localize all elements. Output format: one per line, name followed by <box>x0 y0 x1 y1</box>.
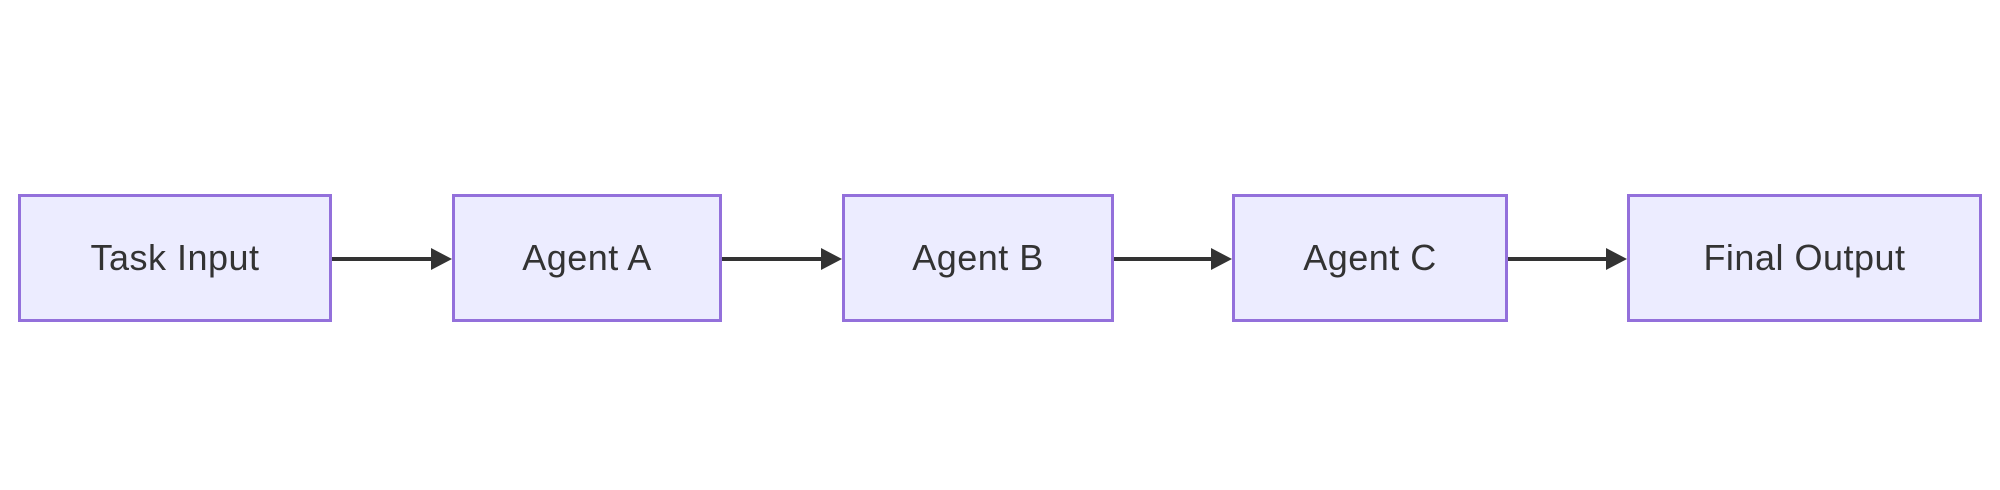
arrowhead-icon <box>821 247 842 270</box>
node-agent-a: Agent A <box>452 194 722 322</box>
node-agent-b: Agent B <box>842 194 1114 322</box>
arrow-line <box>1508 257 1609 261</box>
arrowhead-icon <box>431 247 452 270</box>
edge-agent-b-to-agent-c <box>1114 247 1232 270</box>
node-label-task-input: Task Input <box>90 237 260 278</box>
arrowhead-icon <box>1606 247 1627 270</box>
node-agent-c: Agent C <box>1232 194 1508 322</box>
arrow-line <box>722 257 824 261</box>
node-label-agent-a: Agent A <box>522 237 652 278</box>
node-label-agent-b: Agent B <box>912 237 1044 278</box>
edge-agent-a-to-agent-b <box>722 247 842 270</box>
node-task-input: Task Input <box>18 194 332 322</box>
node-label-agent-c: Agent C <box>1303 237 1437 278</box>
arrow-line <box>1114 257 1214 261</box>
edge-task-input-to-agent-a <box>332 247 452 270</box>
arrow-line <box>332 257 434 261</box>
arrowhead-icon <box>1211 247 1232 270</box>
node-label-final-output: Final Output <box>1703 237 1906 278</box>
edge-agent-c-to-final-output <box>1508 247 1627 270</box>
node-final-output: Final Output <box>1627 194 1982 322</box>
